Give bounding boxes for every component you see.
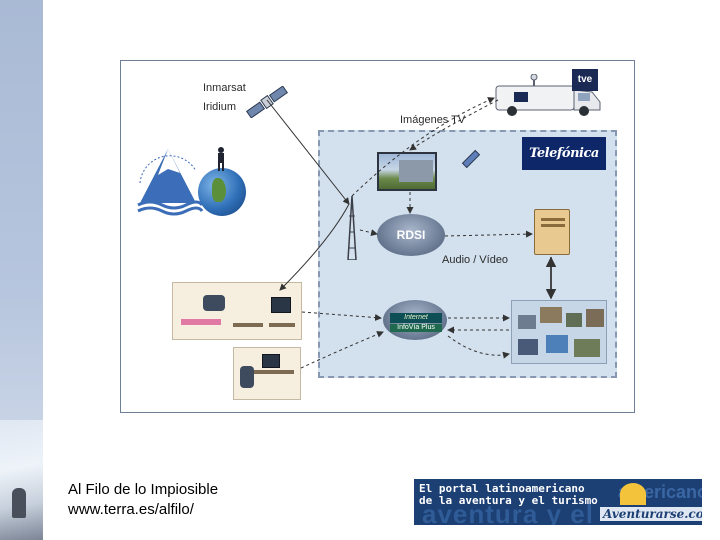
globe-icon xyxy=(198,168,246,216)
iridium-label: Iridium xyxy=(203,101,237,113)
server-icon xyxy=(534,209,570,255)
caption: Al Filo de lo Impiosible www.terra.es/al… xyxy=(68,480,218,520)
telefonica-logo: Telefónica xyxy=(522,137,606,170)
home-user-illustration xyxy=(172,282,302,340)
rdsi-cloud-icon xyxy=(377,214,445,256)
rdsi-label: RDSI xyxy=(396,228,426,242)
media-collage-image xyxy=(511,300,607,364)
internet-label: Internet xyxy=(390,313,442,323)
caption-url: www.terra.es/alfilo/ xyxy=(68,501,194,518)
sun-logo-icon xyxy=(620,483,646,505)
satellite-icon xyxy=(245,86,289,118)
climber-icon xyxy=(218,147,224,171)
climber-silhouette xyxy=(12,488,26,518)
infovia-label: InfoVía Plus xyxy=(390,324,442,332)
satellite-dish-icon xyxy=(461,149,481,169)
office-user-illustration xyxy=(233,347,301,400)
side-decoration-strip xyxy=(0,0,43,540)
tv-van-icon xyxy=(495,74,601,116)
banner-line-2: de la aventura y el turismo xyxy=(419,494,598,507)
banner-watermark: aventura y el xyxy=(422,499,594,525)
caption-title: Al Filo de lo Impiosible xyxy=(68,481,219,498)
audio-video-label: Audio / Vídeo xyxy=(442,254,509,266)
al-filo-logo xyxy=(137,149,204,216)
tv-image-screen xyxy=(377,152,437,191)
snow-mountain-image xyxy=(0,420,43,540)
banner-line-1: El portal latinoamericano xyxy=(419,482,585,495)
inmarsat-label: Inmarsat xyxy=(203,82,246,94)
tv-images-label: Imágenes TV xyxy=(400,114,466,126)
aventurarse-banner: aventura y el americano El portal latino… xyxy=(414,479,702,525)
banner-brand: Aventurarse.com xyxy=(600,507,702,521)
tve-logo: tve xyxy=(572,69,598,91)
antenna-tower-icon xyxy=(347,196,357,260)
